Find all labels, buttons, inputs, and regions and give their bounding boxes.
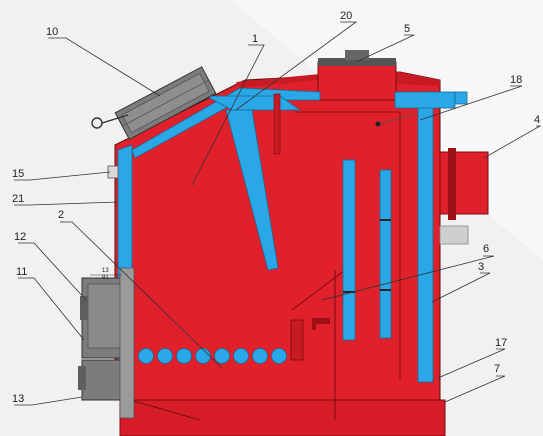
fire-tube xyxy=(176,348,192,364)
leader-18 xyxy=(419,85,523,121)
base-diagonal xyxy=(129,399,201,421)
flue-chamber xyxy=(317,61,397,101)
label-20: 20 xyxy=(340,10,352,22)
leader-1 xyxy=(191,44,265,186)
blower-flange xyxy=(448,148,456,220)
baffle-rod xyxy=(273,93,281,155)
inclined-baffle xyxy=(225,109,279,271)
fire-tube xyxy=(252,348,268,364)
sensor-18 xyxy=(375,121,381,127)
blower-pipe xyxy=(439,225,469,245)
leader-3 xyxy=(431,272,491,303)
fire-tube xyxy=(233,348,249,364)
fire-tube xyxy=(195,348,211,364)
water-jacket-right-top xyxy=(394,91,456,109)
leader-4 xyxy=(483,125,542,159)
leader-20 xyxy=(235,21,358,111)
label-18: 18 xyxy=(510,74,522,86)
fuel-door-hinge-line xyxy=(122,79,209,127)
fire-tube xyxy=(271,348,287,364)
upper-door-inner xyxy=(87,283,125,349)
lower-door-handle xyxy=(78,366,86,390)
label-2: 2 xyxy=(58,209,64,221)
fire-tube xyxy=(138,348,154,364)
blower-housing xyxy=(439,151,489,215)
leader-10 xyxy=(48,37,161,97)
label-11: 11 xyxy=(16,266,27,278)
leader-2 xyxy=(60,221,223,369)
ash-element-bracket xyxy=(312,318,330,330)
combustion-chamber-outline xyxy=(295,111,401,380)
leader-15 xyxy=(14,171,111,181)
door-frame xyxy=(119,267,135,419)
label-13: 13 xyxy=(12,393,24,405)
fuel-loading-door xyxy=(114,66,217,141)
leader-5 xyxy=(355,34,415,63)
label-1: 1 xyxy=(252,33,258,45)
leader-21 xyxy=(14,201,119,206)
outlet-nozzle xyxy=(454,91,468,105)
flue-top-pipe xyxy=(345,50,369,60)
flue-collar xyxy=(318,58,396,66)
fuel-door-handle-arm xyxy=(101,114,129,124)
leader-6 xyxy=(321,255,495,301)
label-12: 12 xyxy=(14,231,26,243)
label-17: 17 xyxy=(495,337,507,349)
fire-tube xyxy=(157,348,173,364)
leader-7 xyxy=(444,375,506,403)
leader-17 xyxy=(437,348,506,379)
sensor-18-rod xyxy=(379,113,416,125)
label-5: 5 xyxy=(404,23,410,35)
door-mark-bottom: 91 xyxy=(102,275,109,281)
label-7: 7 xyxy=(494,363,500,375)
leader-11 xyxy=(18,277,85,341)
label-10: 10 xyxy=(46,26,58,38)
fire-tube xyxy=(214,348,230,364)
base-plate xyxy=(119,399,446,436)
fuel-door-handle xyxy=(91,117,103,129)
fire-tube-row xyxy=(138,348,287,364)
upper-door-handle xyxy=(80,296,88,320)
label-15: 15 xyxy=(12,168,24,180)
label-21: 21 xyxy=(12,193,24,205)
label-6: 6 xyxy=(483,243,489,255)
label-4: 4 xyxy=(534,114,540,126)
heat-exchanger-tube-1 xyxy=(342,159,356,341)
fire-grate-line xyxy=(291,269,346,311)
leader-13 xyxy=(14,396,83,406)
label-3: 3 xyxy=(478,261,484,273)
ash-element xyxy=(290,319,304,361)
heat-exchanger-tube-2 xyxy=(379,169,392,339)
water-jacket-right xyxy=(417,91,434,383)
leader-12 xyxy=(18,242,87,301)
door-mark-top: 13 xyxy=(102,268,109,274)
